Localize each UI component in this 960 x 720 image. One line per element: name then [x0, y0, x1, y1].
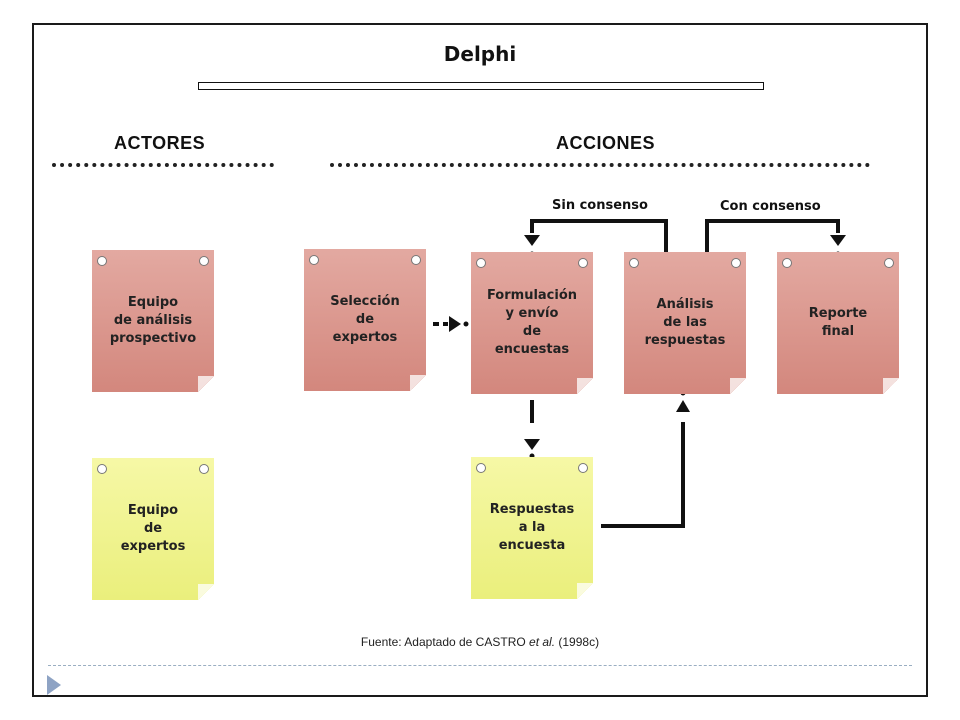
footer-dashed-rule — [48, 665, 912, 666]
note-formulacion: Formulación y envío de encuestas — [471, 252, 593, 394]
arrowhead-right-formulacion — [449, 316, 461, 332]
pin-icon — [97, 256, 107, 266]
pin-icon — [578, 258, 588, 268]
source-italic: et al. — [529, 635, 556, 649]
title-underline-bar — [198, 82, 764, 90]
arrowhead-down-respuestas — [524, 439, 540, 450]
pin-icon — [731, 258, 741, 268]
note-seleccion-expertos-text: Selección de expertos — [330, 294, 400, 345]
note-equipo-analisis-text: Equipo de análisis prospectivo — [109, 295, 197, 346]
note-analisis: Análisis de las respuestas — [624, 252, 746, 394]
note-respuestas: Respuestas a la encuesta — [471, 457, 593, 599]
sin-consenso-connector — [530, 219, 668, 252]
source-suffix: (1998c) — [555, 635, 600, 649]
source-citation: Fuente: Adaptado de CASTRO et al. (1998c… — [0, 635, 960, 649]
respuestas-to-analisis-connector — [601, 422, 685, 528]
con-consenso-connector — [705, 219, 840, 252]
pin-icon — [411, 255, 421, 265]
pin-icon — [884, 258, 894, 268]
con-consenso-label: Con consenso — [720, 199, 821, 214]
slide-frame — [32, 23, 928, 697]
note-equipo-analisis: Equipo de análisis prospectivo — [92, 250, 214, 392]
sin-consenso-label: Sin consenso — [552, 198, 648, 213]
arrowhead-up-analisis — [676, 400, 690, 412]
actions-heading: ACCIONES — [556, 133, 656, 153]
note-formulacion-text: Formulación y envío de encuestas — [486, 288, 578, 357]
pin-icon — [578, 463, 588, 473]
arrowhead-down-reporte — [830, 235, 846, 246]
pin-icon — [199, 256, 209, 266]
pin-icon — [629, 258, 639, 268]
note-reporte-final: Reporte final — [777, 252, 899, 394]
pin-icon — [476, 258, 486, 268]
pin-icon — [97, 464, 107, 474]
pin-icon — [199, 464, 209, 474]
actions-dotted-divider — [330, 163, 870, 167]
actors-heading: ACTORES — [114, 133, 206, 153]
pin-icon — [309, 255, 319, 265]
note-seleccion-expertos: Selección de expertos — [304, 249, 426, 391]
pin-icon — [476, 463, 486, 473]
pin-icon — [782, 258, 792, 268]
note-reporte-final-text: Reporte final — [808, 306, 868, 339]
note-respuestas-text: Respuestas a la encuesta — [489, 502, 575, 553]
note-analisis-text: Análisis de las respuestas — [644, 297, 726, 348]
page-title: Delphi — [443, 42, 517, 66]
note-equipo-expertos-text: Equipo de expertos — [120, 503, 186, 554]
arrow-dot — [463, 321, 469, 327]
source-prefix: Fuente: Adaptado de CASTRO — [360, 635, 530, 649]
actors-dotted-divider — [52, 163, 274, 167]
note-equipo-expertos: Equipo de expertos — [92, 458, 214, 600]
next-slide-arrow-icon[interactable] — [47, 675, 61, 695]
arrowhead-down-formulacion — [524, 235, 540, 246]
